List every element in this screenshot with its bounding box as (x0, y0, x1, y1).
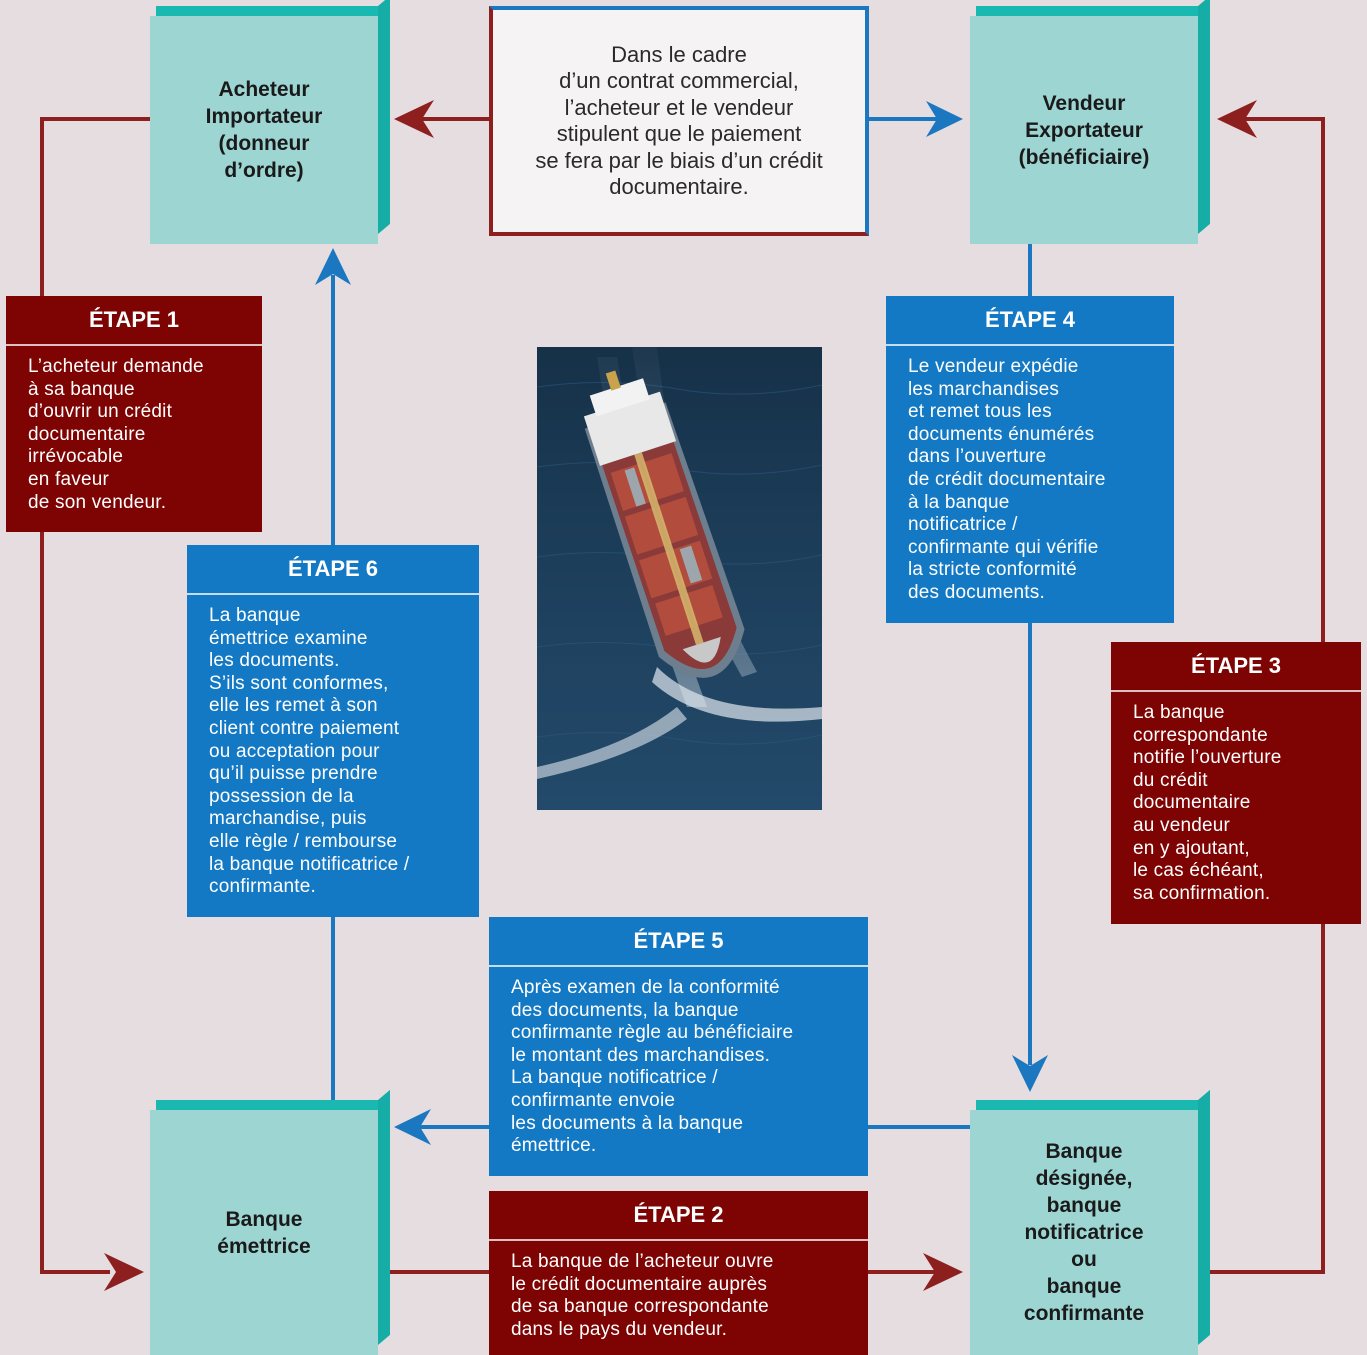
arrowhead-to-buyer (394, 100, 434, 138)
arrowhead-to-seller (1217, 100, 1257, 138)
step-4-panel: ÉTAPE 4 Le vendeur expédie les marchandi… (886, 296, 1174, 623)
step-1-title: ÉTAPE 1 (6, 296, 262, 346)
step-4-text: Le vendeur expédie les marchandises et r… (908, 356, 1106, 603)
buyer-box: Acheteur Importateur (donneur d’ordre) (150, 0, 390, 244)
step-2-title: ÉTAPE 2 (489, 1191, 868, 1241)
issuing-bank-label: Banque émettrice (217, 1207, 311, 1258)
seller-box: Vendeur Exportateur (bénéficiaire) (970, 0, 1210, 244)
issuing-bank-box: Banque émettrice (150, 1089, 390, 1355)
step-2-text: La banque de l’acheteur ouvre le crédit … (511, 1251, 774, 1340)
arrowhead-to-issuing-bank (104, 1253, 144, 1291)
step-1-panel: ÉTAPE 1 L’acheteur demande à sa banque d… (6, 296, 262, 532)
arrowhead-step6-up (315, 248, 351, 285)
confirming-bank-label: Banque désignée, banque notificatrice ou… (1023, 1140, 1145, 1325)
contract-context-text: Dans le cadre d’un contrat commercial, l… (535, 41, 823, 200)
step-5-title: ÉTAPE 5 (489, 917, 868, 967)
arrowhead-to-issuing-bank-blue (394, 1109, 431, 1145)
step-6-panel: ÉTAPE 6 La banque émettrice examine les … (187, 545, 479, 917)
step-3-text: La banque correspondante notifie l’ouver… (1133, 702, 1282, 904)
arrowhead-context-to-seller (926, 101, 963, 137)
arrowhead-step4-down (1012, 1055, 1048, 1092)
step-2-panel: ÉTAPE 2 La banque de l’acheteur ouvre le… (489, 1191, 868, 1355)
contract-context-box: Dans le cadre d’un contrat commercial, l… (489, 6, 869, 236)
connector-step1 (40, 117, 150, 1274)
step-6-text: La banque émettrice examine les document… (209, 605, 410, 898)
cargo-ship-photo (537, 347, 822, 810)
seller-label: Vendeur Exportateur (bénéficiaire) (1018, 91, 1150, 169)
step-4-title: ÉTAPE 4 (886, 296, 1174, 346)
confirming-bank-box: Banque désignée, banque notificatrice ou… (970, 1089, 1210, 1355)
step-3-panel: ÉTAPE 3 La banque correspondante notifie… (1111, 642, 1361, 924)
buyer-label: Acheteur Importateur (donneur d’ordre) (205, 78, 323, 182)
step-1-text: L’acheteur demande à sa banque d’ouvrir … (28, 356, 204, 513)
step-5-text: Après examen de la conformité des docume… (511, 977, 794, 1157)
step-5-panel: ÉTAPE 5 Après examen de la conformité de… (489, 917, 868, 1176)
step-6-title: ÉTAPE 6 (187, 545, 479, 595)
arrowhead-to-confirming-bank (923, 1253, 963, 1291)
step-3-title: ÉTAPE 3 (1111, 642, 1361, 692)
